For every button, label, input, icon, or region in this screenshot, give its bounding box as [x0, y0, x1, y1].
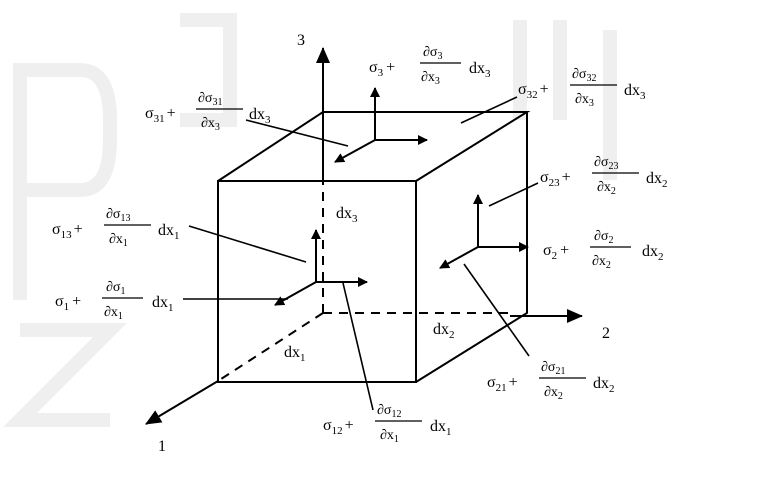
cube-top-edges: [217, 111, 531, 182]
label-sigma32: σ32+ ∂σ32 ∂x3 dx3: [518, 67, 646, 109]
arrow-sigma31: [334, 139, 376, 163]
svg-text:σ31+: σ31+: [145, 105, 176, 125]
svg-text:∂σ31: ∂σ31: [198, 91, 222, 108]
svg-text:σ32+: σ32+: [518, 81, 549, 101]
coordinate-axes: [145, 47, 583, 425]
dimension-dx3: dx3: [336, 205, 358, 225]
axis-label-3: 3: [297, 32, 305, 49]
svg-text:∂x2: ∂x2: [592, 254, 611, 271]
svg-text:∂x1: ∂x1: [109, 232, 128, 249]
svg-text:σ21+: σ21+: [487, 374, 518, 394]
axis-1-arrow: [145, 380, 219, 425]
label-sigma31: σ31+ ∂σ31 ∂x3 dx3: [145, 91, 271, 133]
leader-sigma12: [342, 282, 374, 411]
svg-text:∂σ3: ∂σ3: [423, 45, 442, 62]
svg-text:dx2: dx2: [593, 375, 615, 395]
svg-text:dx3: dx3: [249, 106, 271, 126]
leader-sigma13: [188, 225, 307, 263]
leader-sigma21: [463, 263, 530, 357]
svg-text:dx1: dx1: [430, 418, 452, 438]
svg-text:∂x3: ∂x3: [201, 116, 220, 133]
cube: [217, 111, 531, 383]
svg-text:dx3: dx3: [469, 60, 491, 80]
svg-text:σ12+: σ12+: [323, 417, 354, 437]
label-sigma21: σ21+ ∂σ21 ∂x2 dx2: [487, 360, 615, 402]
label-sigma2: σ2+ ∂σ2 ∂x2 dx2: [543, 229, 664, 271]
leader-sigma23: [488, 182, 539, 207]
label-sigma13: σ13+ ∂σ13 ∂x1 dx1: [52, 207, 180, 249]
svg-text:∂x2: ∂x2: [597, 180, 616, 197]
svg-text:dx2: dx2: [646, 170, 668, 190]
cube-right-edges: [415, 112, 528, 383]
axis-label-2: 2: [602, 325, 610, 342]
svg-text:dx1: dx1: [158, 222, 180, 242]
leader-sigma32: [460, 96, 518, 124]
watermark: [3, 13, 617, 427]
svg-text:dx3: dx3: [624, 82, 646, 102]
svg-text:∂x3: ∂x3: [421, 70, 440, 87]
cube-front-face: [217, 180, 417, 383]
label-sigma3: σ3+ ∂σ3 ∂x3 dx3: [369, 45, 491, 87]
svg-text:∂x2: ∂x2: [544, 385, 563, 402]
svg-text:dx1: dx1: [152, 294, 174, 314]
svg-text:∂σ12: ∂σ12: [377, 403, 401, 420]
svg-text:σ2+: σ2+: [543, 242, 569, 262]
svg-text:∂σ2: ∂σ2: [594, 229, 613, 246]
svg-text:∂σ23: ∂σ23: [594, 155, 618, 172]
svg-text:∂σ21: ∂σ21: [541, 360, 565, 377]
axis-1-hidden: [217, 312, 324, 382]
svg-text:σ3+: σ3+: [369, 59, 395, 79]
label-sigma23: σ23+ ∂σ23 ∂x2 dx2: [540, 155, 668, 197]
svg-text:σ23+: σ23+: [540, 169, 571, 189]
svg-text:∂x1: ∂x1: [380, 428, 399, 445]
label-sigma12: σ12+ ∂σ12 ∂x1 dx1: [323, 403, 452, 445]
svg-text:σ13+: σ13+: [52, 221, 83, 241]
dimension-dx1: dx1: [284, 344, 306, 364]
top-face-arrows: [334, 87, 428, 163]
svg-text:∂x1: ∂x1: [104, 305, 123, 322]
axis-label-1: 1: [158, 438, 166, 455]
arrow-sigma1: [274, 281, 317, 306]
stress-arrows: [274, 87, 529, 306]
front-face-arrows: [274, 229, 368, 306]
label-sigma1: σ1+ ∂σ1 ∂x1 dx1: [55, 280, 174, 322]
leader-sigma31: [245, 119, 349, 147]
arrow-sigma21: [439, 246, 479, 269]
svg-text:∂x3: ∂x3: [575, 92, 594, 109]
svg-text:∂σ13: ∂σ13: [106, 207, 130, 224]
svg-text:σ1+: σ1+: [55, 293, 81, 313]
svg-text:dx2: dx2: [642, 243, 664, 263]
svg-text:∂σ32: ∂σ32: [572, 67, 596, 84]
dimension-dx2: dx2: [433, 321, 455, 341]
leader-lines: [183, 96, 539, 411]
svg-text:∂σ1: ∂σ1: [106, 280, 125, 297]
right-face-arrows: [439, 194, 529, 269]
